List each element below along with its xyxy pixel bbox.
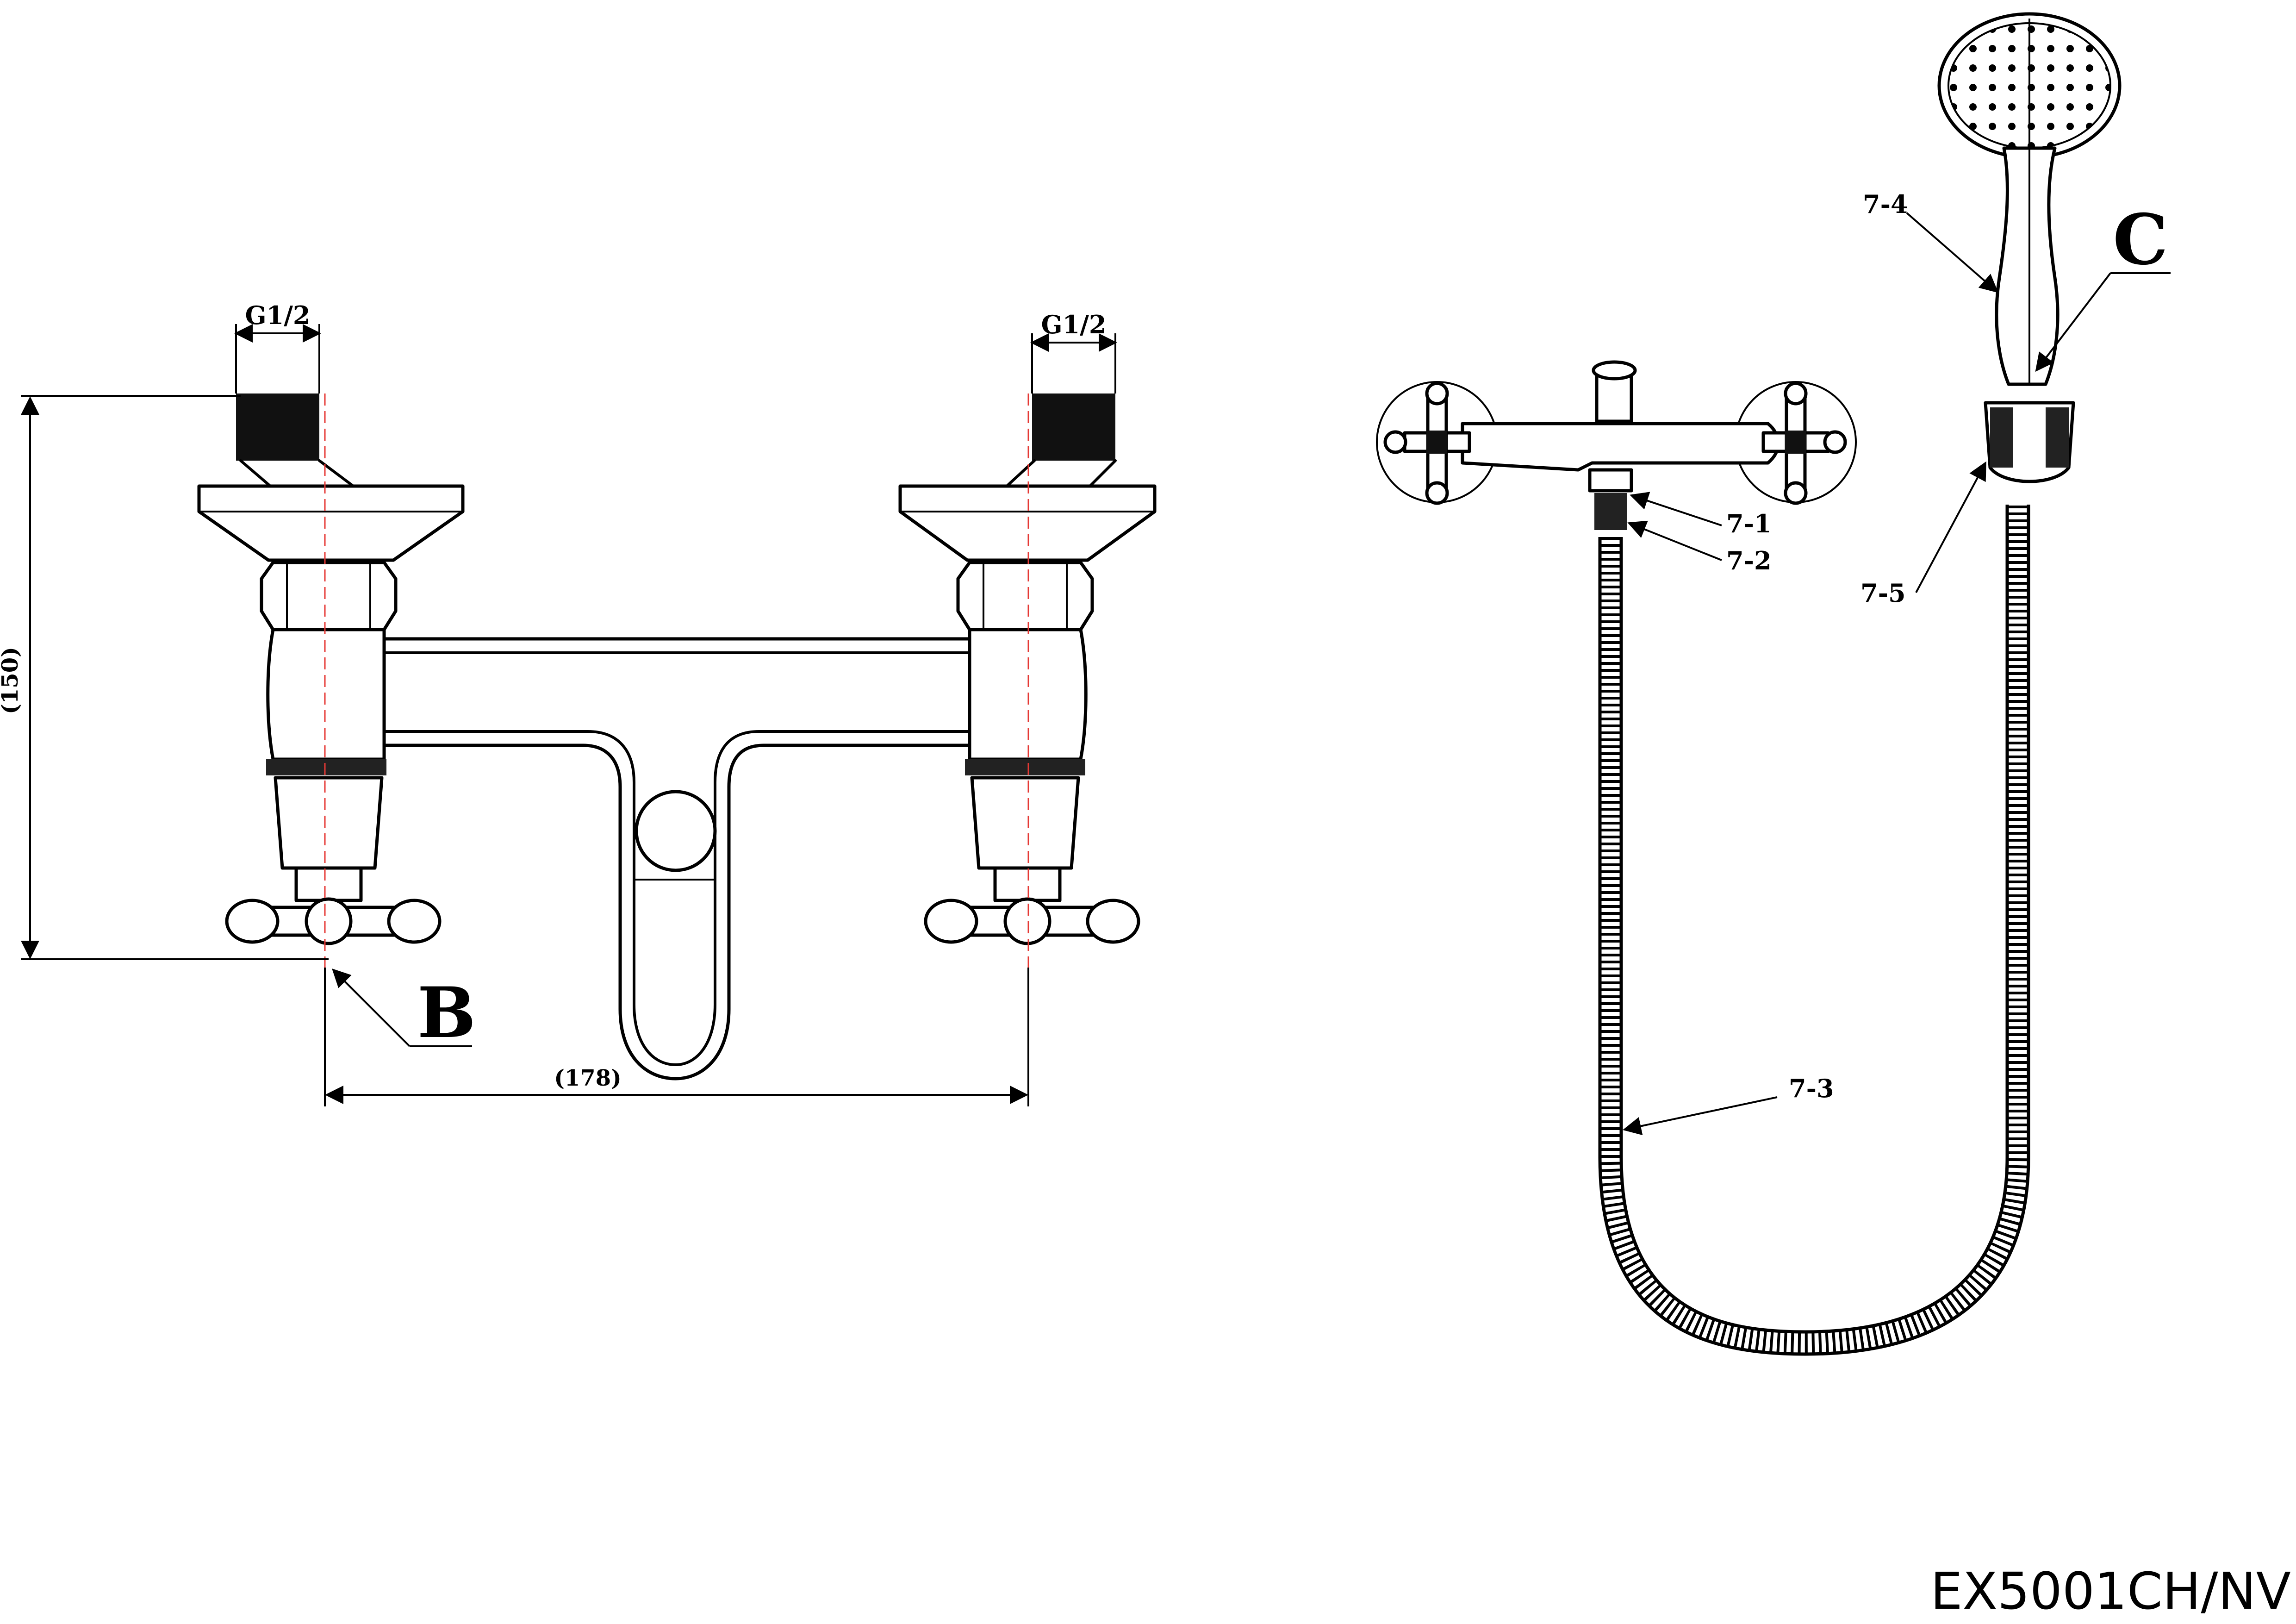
front-view-mixer [197, 394, 1157, 1081]
wall-bracket [1984, 401, 2075, 483]
part-7-2-label: 7-2 [1726, 546, 1772, 575]
part-7-5-label: 7-5 [1860, 578, 1906, 608]
shower-hose [1600, 505, 2028, 1354]
left-inlet-thread [236, 394, 358, 490]
part-7-3-label: 7-3 [1789, 1074, 1834, 1103]
detail-b-label: B [417, 972, 476, 1054]
right-cover-plate [898, 484, 1157, 562]
height-dimension: (150) [0, 647, 23, 714]
left-cover-plate [197, 484, 465, 562]
mixer-top-view [1376, 360, 1857, 530]
detail-c-label: C [2113, 199, 2168, 281]
right-cross-handle [924, 866, 1140, 945]
thread-label-left: G1/2 [245, 300, 311, 330]
left-cross-handle [225, 866, 442, 945]
diverter-knob [635, 790, 717, 872]
model-code: EX5001CH/NV [1930, 1562, 2291, 1621]
right-hex-nut [956, 561, 1094, 631]
part-7-1-label: 7-1 [1726, 509, 1772, 538]
dimensions: G1/2 G1/2 (150) (178) B [0, 300, 1117, 1106]
thread-label-right: G1/2 [1041, 310, 1107, 339]
left-hex-nut [260, 561, 398, 631]
part-7-4-label: 7-4 [1863, 189, 1908, 219]
left-valve-body [266, 628, 386, 761]
part-callouts: 7-1 7-2 7-3 7-4 7-5 C [1623, 189, 2171, 1136]
right-inlet-thread [1003, 394, 1117, 490]
hand-shower [1937, 12, 2122, 386]
width-dimension: (178) [554, 1065, 622, 1091]
shower-kit [1376, 12, 2122, 1356]
